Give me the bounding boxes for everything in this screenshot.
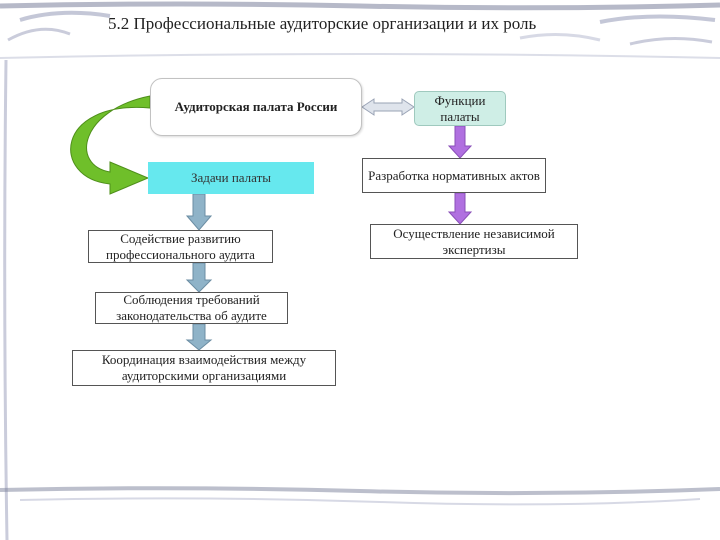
task-box: Соблюдения требований законодательства о… xyxy=(95,292,288,324)
function-box: Разработка нормативных актов xyxy=(362,158,546,193)
tasks-header-box: Задачи палаты xyxy=(148,162,314,194)
functions-header-box: Функции палаты xyxy=(414,91,506,126)
task-box: Координация взаимодействия между аудитор… xyxy=(72,350,336,386)
task-box: Содействие развитию профессионального ау… xyxy=(88,230,273,263)
audit-chamber-box: Аудиторская палата России xyxy=(150,78,362,136)
slide-title: 5.2 Профессиональные аудиторские организ… xyxy=(108,14,537,33)
function-box: Осуществление независимой экспертизы xyxy=(370,224,578,259)
